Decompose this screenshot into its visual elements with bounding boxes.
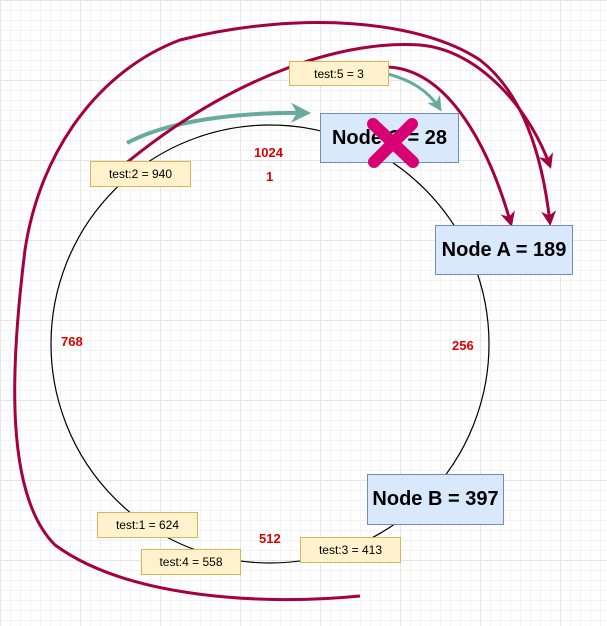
key-test4[interactable]: test:4 = 558 (141, 549, 241, 575)
ring-position-768: 768 (61, 334, 83, 349)
node-a-box[interactable]: Node A = 189 (435, 225, 573, 275)
node-b-label: Node B = 397 (372, 488, 499, 510)
key-test2[interactable]: test:2 = 940 (90, 161, 191, 187)
key-test5[interactable]: test:5 = 3 (289, 61, 389, 86)
node-b-box[interactable]: Node B = 397 (367, 474, 504, 525)
ring-position-256: 256 (452, 338, 474, 353)
hash-ring (50, 124, 490, 564)
arrow-key5-to-nodea (387, 65, 515, 227)
ring-position-1024: 1024 (254, 145, 283, 160)
key-test5-label: test:5 = 3 (314, 66, 364, 81)
key-test1[interactable]: test:1 = 624 (97, 512, 198, 538)
node-a-label: Node A = 189 (441, 238, 567, 261)
key-test4-label: test:4 = 558 (159, 555, 223, 569)
arrow-key2-to-nodec (126, 102, 311, 145)
ring-position-1: 1 (266, 169, 274, 184)
key-test1-label: test:1 = 624 (115, 518, 180, 532)
key-test3[interactable]: test:3 = 413 (300, 537, 401, 563)
cross-icon (367, 118, 419, 168)
key-test3-label: test:3 = 413 (318, 543, 383, 557)
arrow-key1-to-nodea (13, 21, 557, 602)
key-test2-label: test:2 = 940 (108, 167, 173, 181)
ring-position-512: 512 (259, 531, 281, 546)
arrow-key5-to-nodec (387, 72, 442, 112)
